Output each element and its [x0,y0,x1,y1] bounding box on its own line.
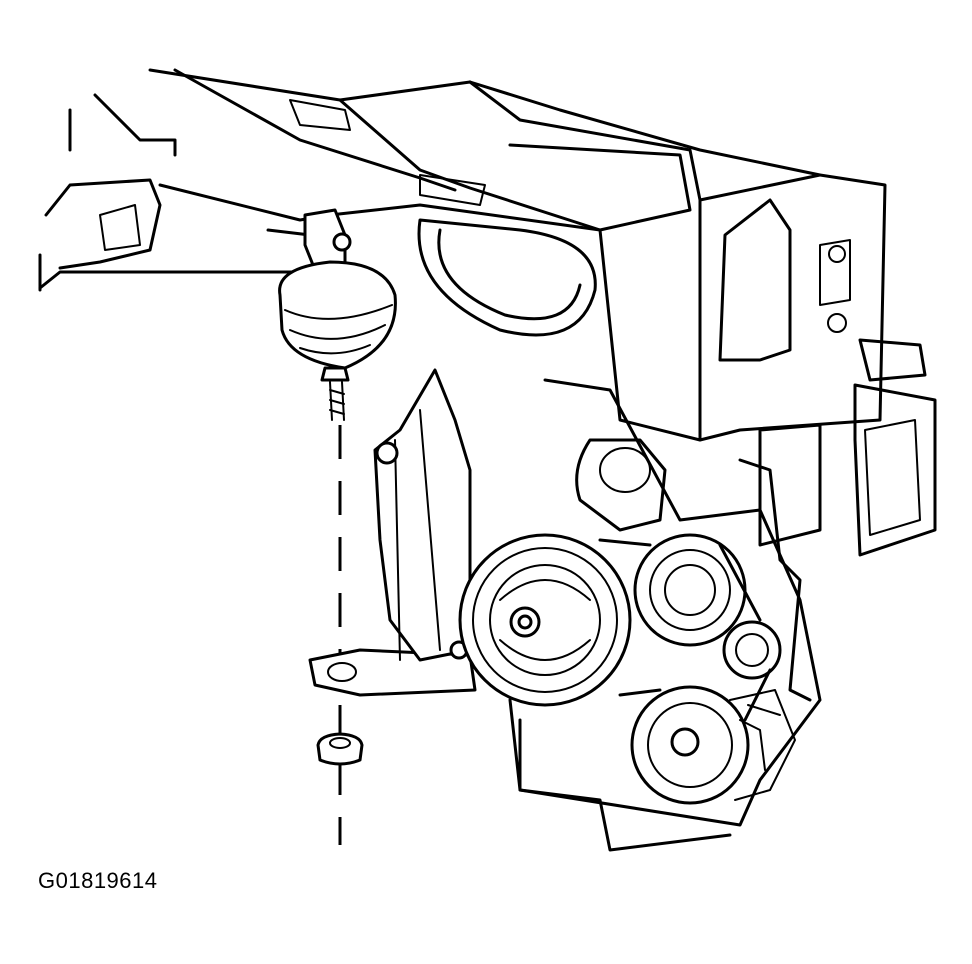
mount-nut [316,732,364,766]
crankshaft-pulley [458,533,632,707]
frame-rail [38,68,457,292]
idler-pulley [633,533,747,647]
lower-pulley [630,685,796,805]
small-pulley [722,620,782,680]
engine-mount-isolator [266,208,397,421]
figure-id-label: G01819614 [38,868,158,893]
engine-bracket [308,368,477,697]
crossmember [148,68,937,557]
engine-front-cover [508,378,822,852]
drive-belt [598,538,772,722]
